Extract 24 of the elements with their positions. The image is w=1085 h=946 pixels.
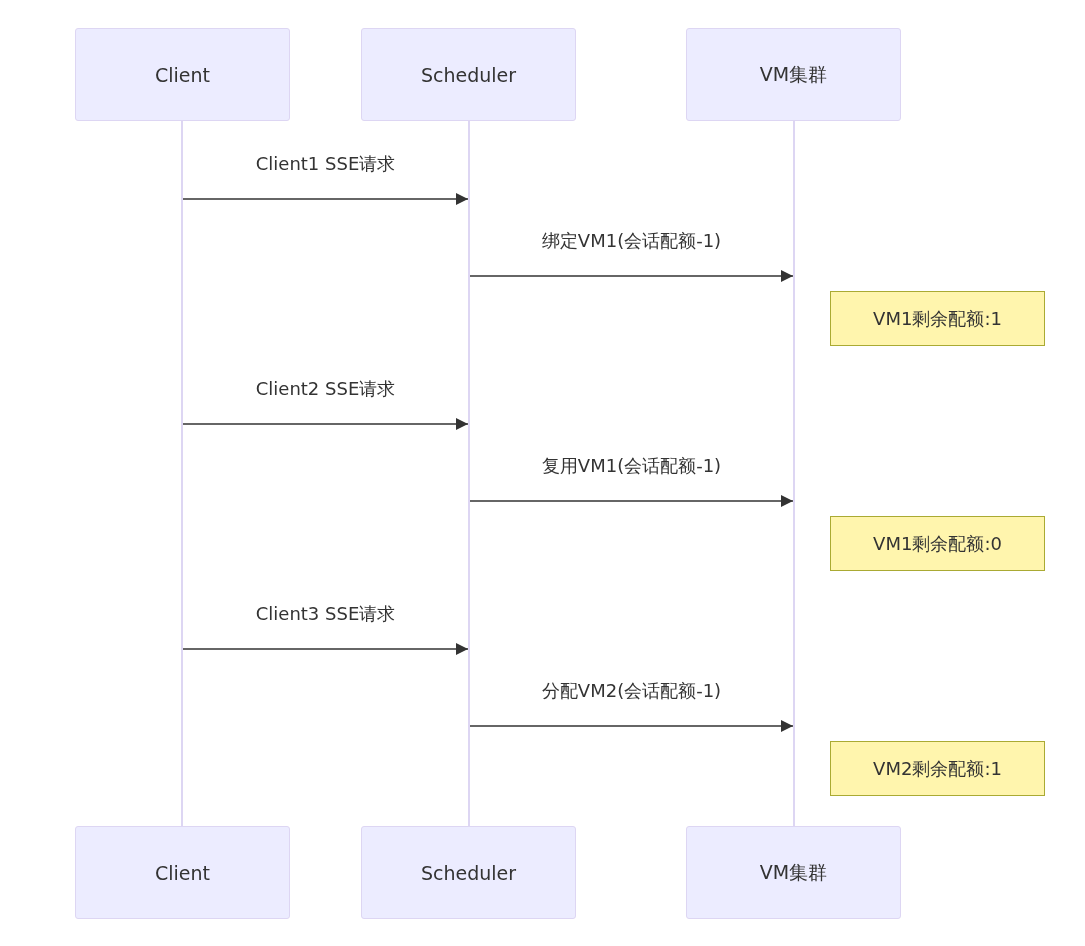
- message-label: 绑定VM1(会话配额-1): [541, 229, 722, 253]
- message-arrow: [182, 193, 469, 205]
- message-label: Client1 SSE请求: [255, 152, 396, 176]
- message-label: Client3 SSE请求: [255, 602, 396, 626]
- participant-box: VM集群: [686, 826, 901, 919]
- lifeline: [468, 121, 470, 826]
- participant-box: Client: [75, 826, 290, 919]
- message-arrow: [469, 270, 794, 282]
- message-label: 复用VM1(会话配额-1): [541, 454, 722, 478]
- message-arrow: [469, 495, 794, 507]
- message-arrow: [469, 720, 794, 732]
- participant-box: Scheduler: [361, 826, 576, 919]
- participant-box: Scheduler: [361, 28, 576, 121]
- note-box: VM2剩余配额:1: [830, 741, 1045, 796]
- note-box: VM1剩余配额:0: [830, 516, 1045, 571]
- message-arrow: [182, 418, 469, 430]
- participant-box: VM集群: [686, 28, 901, 121]
- participant-box: Client: [75, 28, 290, 121]
- lifeline: [181, 121, 183, 826]
- lifeline: [793, 121, 795, 826]
- message-arrow: [182, 643, 469, 655]
- note-box: VM1剩余配额:1: [830, 291, 1045, 346]
- message-label: Client2 SSE请求: [255, 377, 396, 401]
- message-label: 分配VM2(会话配额-1): [541, 679, 722, 703]
